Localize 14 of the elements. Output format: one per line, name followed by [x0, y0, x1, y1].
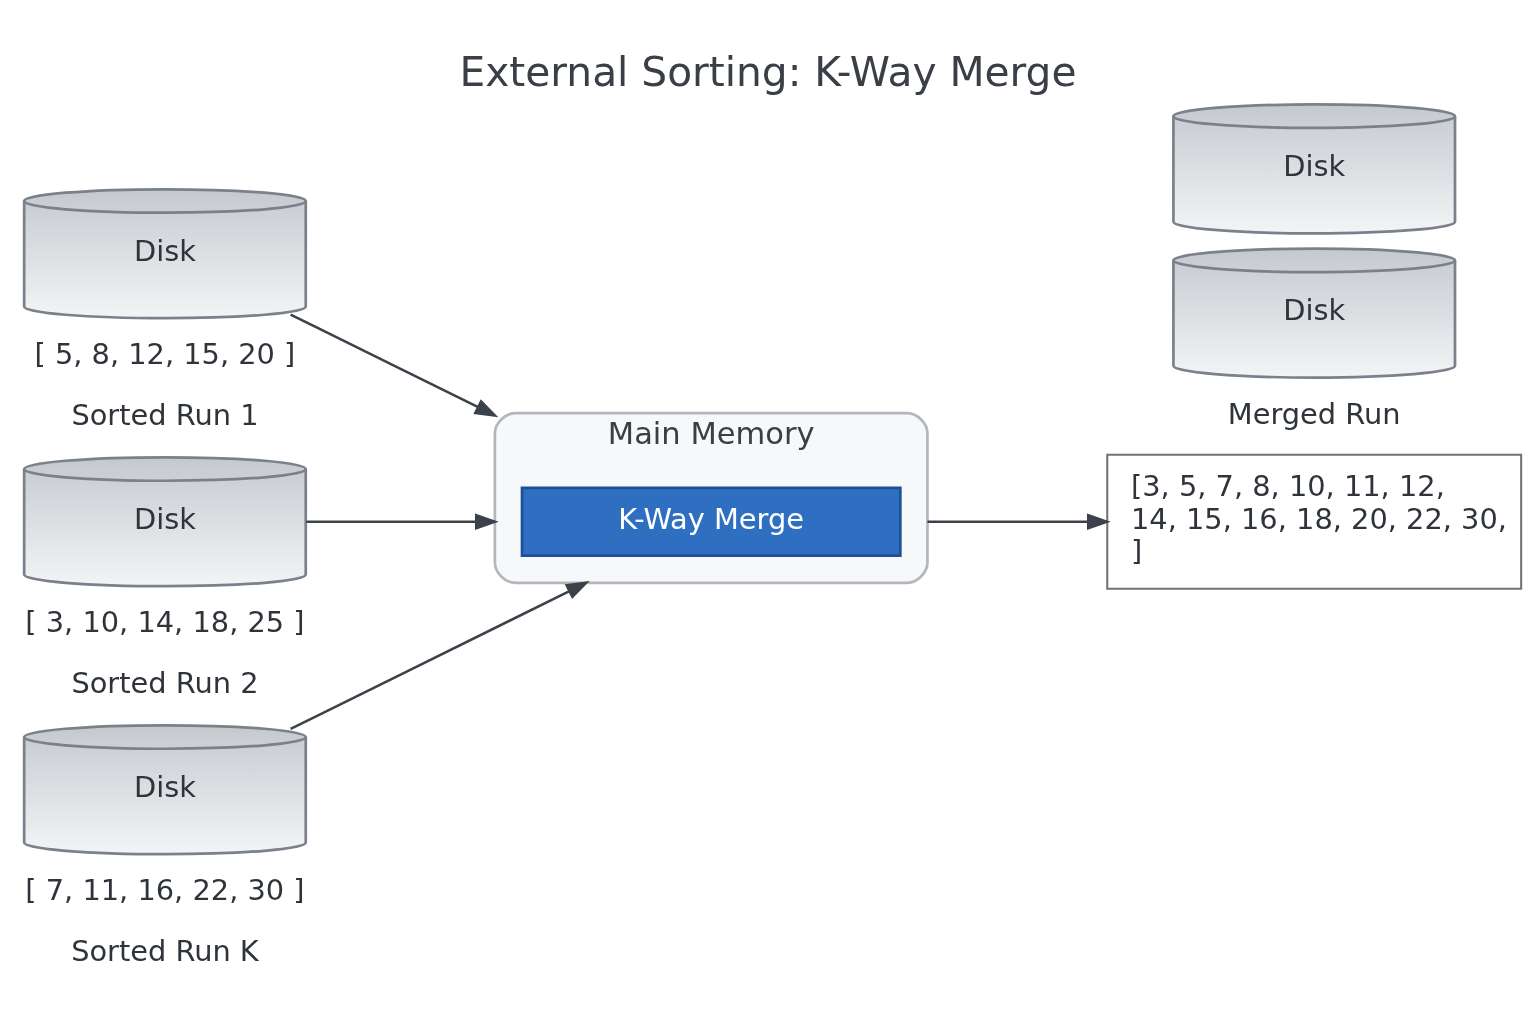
arrow: [306, 513, 499, 531]
node-label: Merged Run: [1227, 396, 1401, 431]
arrow: [927, 513, 1111, 531]
node-label: Sorted Run 2: [71, 666, 259, 701]
node-label: Sorted Run 1: [71, 398, 259, 433]
node-box: [3, 5, 7, 8, 10, 11, 12, 14, 15, 16, 18, 20, 22, 30, ]: [1106, 453, 1523, 590]
node-label: [ 7, 11, 16, 22, 30 ]: [25, 873, 305, 908]
arrow: [290, 313, 499, 418]
node-box: K-Way Merge: [520, 486, 902, 558]
node-label: Sorted Run K: [71, 934, 259, 969]
diagram-title: External Sorting: K-Way Merge: [459, 48, 1077, 97]
node-label: [ 3, 10, 14, 18, 25 ]: [25, 605, 305, 640]
arrow: [290, 581, 590, 731]
node-label: [ 5, 8, 12, 15, 20 ]: [34, 337, 296, 372]
